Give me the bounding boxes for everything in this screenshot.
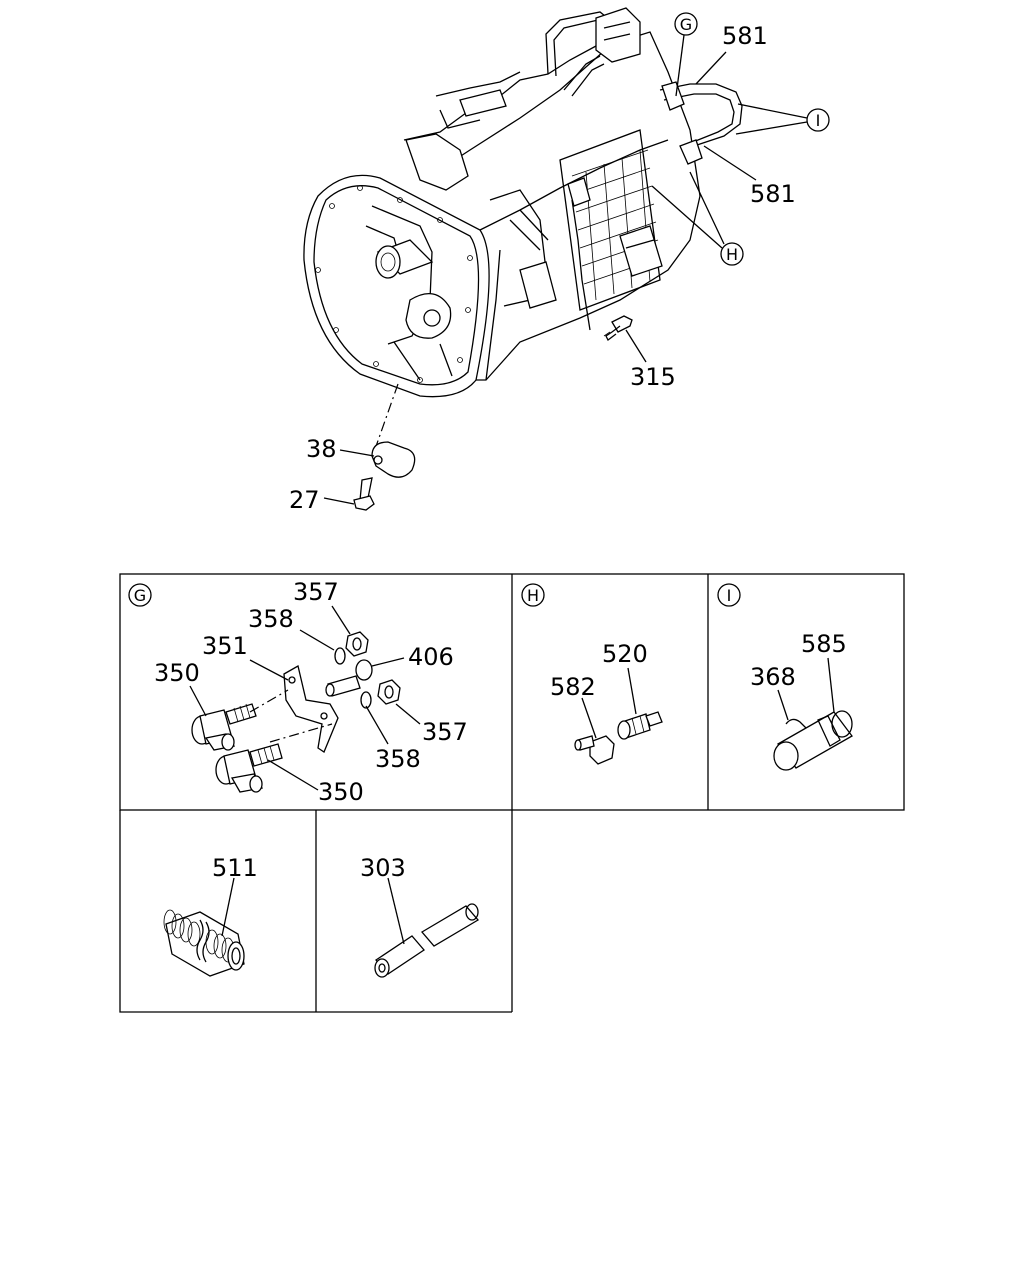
panel-g-label-351: 351 [202,632,248,660]
callout-581-bottom: 581 [750,180,796,208]
panel-h-letter: H [527,586,539,605]
panel-i-letter: I [727,586,732,605]
transmission-assembly [303,7,743,398]
clip-368 [785,718,807,729]
panel-g: G [128,578,468,806]
main-callouts: G 581 I 581 H 315 38 27 [289,12,830,514]
callout-38: 38 [306,435,337,463]
banjo-union-350-upper [191,703,257,751]
panel-g-label-406: 406 [408,643,454,671]
panel-i-label-368: 368 [750,663,796,691]
callout-581-top: 581 [722,22,768,50]
washer-358-lower [360,691,372,709]
ref-circle-i [806,108,830,132]
sleeve-585 [773,710,853,771]
panel-g-label-350-upper: 350 [154,659,200,687]
panel-303-label: 303 [360,854,406,882]
panel-h-label-582: 582 [550,673,596,701]
detail-panels-frame [119,573,905,1013]
spring-hose-511 [163,909,245,977]
banjo-union-350-lower [215,743,283,793]
panel-i: I 585 368 [717,583,853,771]
bracket-351 [283,665,339,753]
nut-357-upper [345,631,369,657]
plug-582 [574,735,615,765]
ref-circle-h [720,242,744,266]
nut-357-lower [377,679,401,705]
callout-27: 27 [289,486,320,514]
panel-g-ref-circle [128,583,152,607]
panel-g-label-358-lower: 358 [375,745,421,773]
callout-315: 315 [630,363,676,391]
panel-511: 511 [163,854,258,977]
panel-g-label-357-lower: 357 [422,718,468,746]
ref-letter-i: I [816,111,821,130]
ref-circle-g [674,12,698,36]
panel-h: H 520 582 [521,583,663,765]
fitting-520 [617,711,663,740]
panel-i-label-585: 585 [801,630,847,658]
ref-letter-g: G [680,15,692,34]
panel-h-label-520: 520 [602,640,648,668]
panel-g-label-358-upper: 358 [248,605,294,633]
panel-g-letter: G [134,586,146,605]
panel-h-ref-circle [521,583,545,607]
tube-303 [374,903,479,978]
washer-358-upper [334,647,346,665]
cover-plate-38 [371,441,416,478]
panel-g-label-357-upper: 357 [293,578,339,606]
ref-letter-h: H [726,245,738,264]
panel-i-ref-circle [717,583,741,607]
panel-g-label-350-lower: 350 [318,778,364,806]
panel-303: 303 [360,854,479,978]
panel-511-label: 511 [212,854,258,882]
